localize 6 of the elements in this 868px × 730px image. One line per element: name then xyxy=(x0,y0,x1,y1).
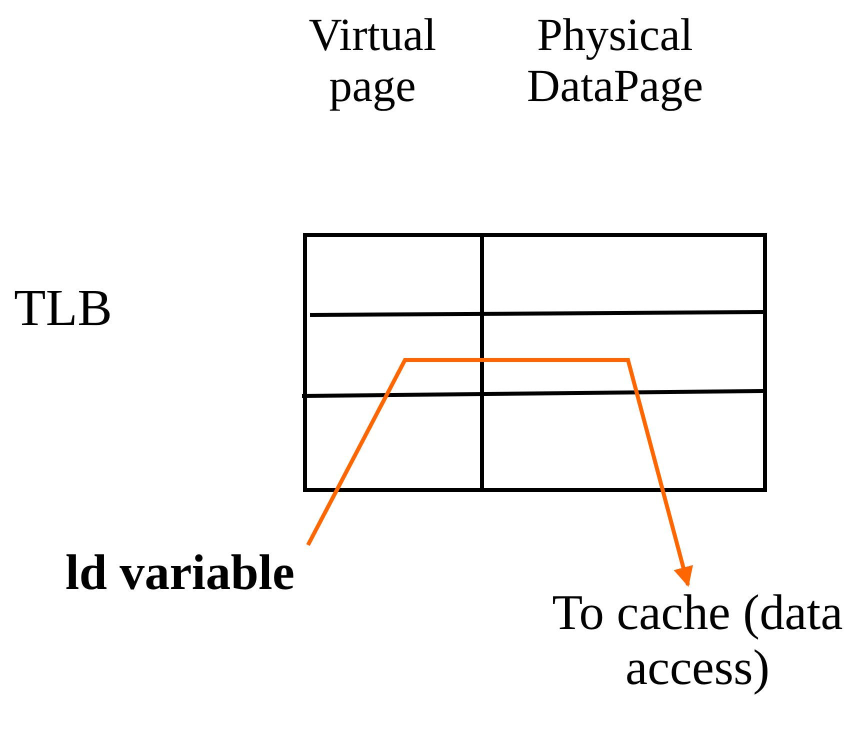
instruction-text: ld variable xyxy=(20,545,340,600)
column-header: Physical DataPage xyxy=(526,10,704,112)
table-label: TLB xyxy=(14,280,114,338)
destination-text: To cache (data access) xyxy=(530,585,865,695)
column-header: Virtual page xyxy=(308,10,438,112)
arrow xyxy=(306,358,694,587)
